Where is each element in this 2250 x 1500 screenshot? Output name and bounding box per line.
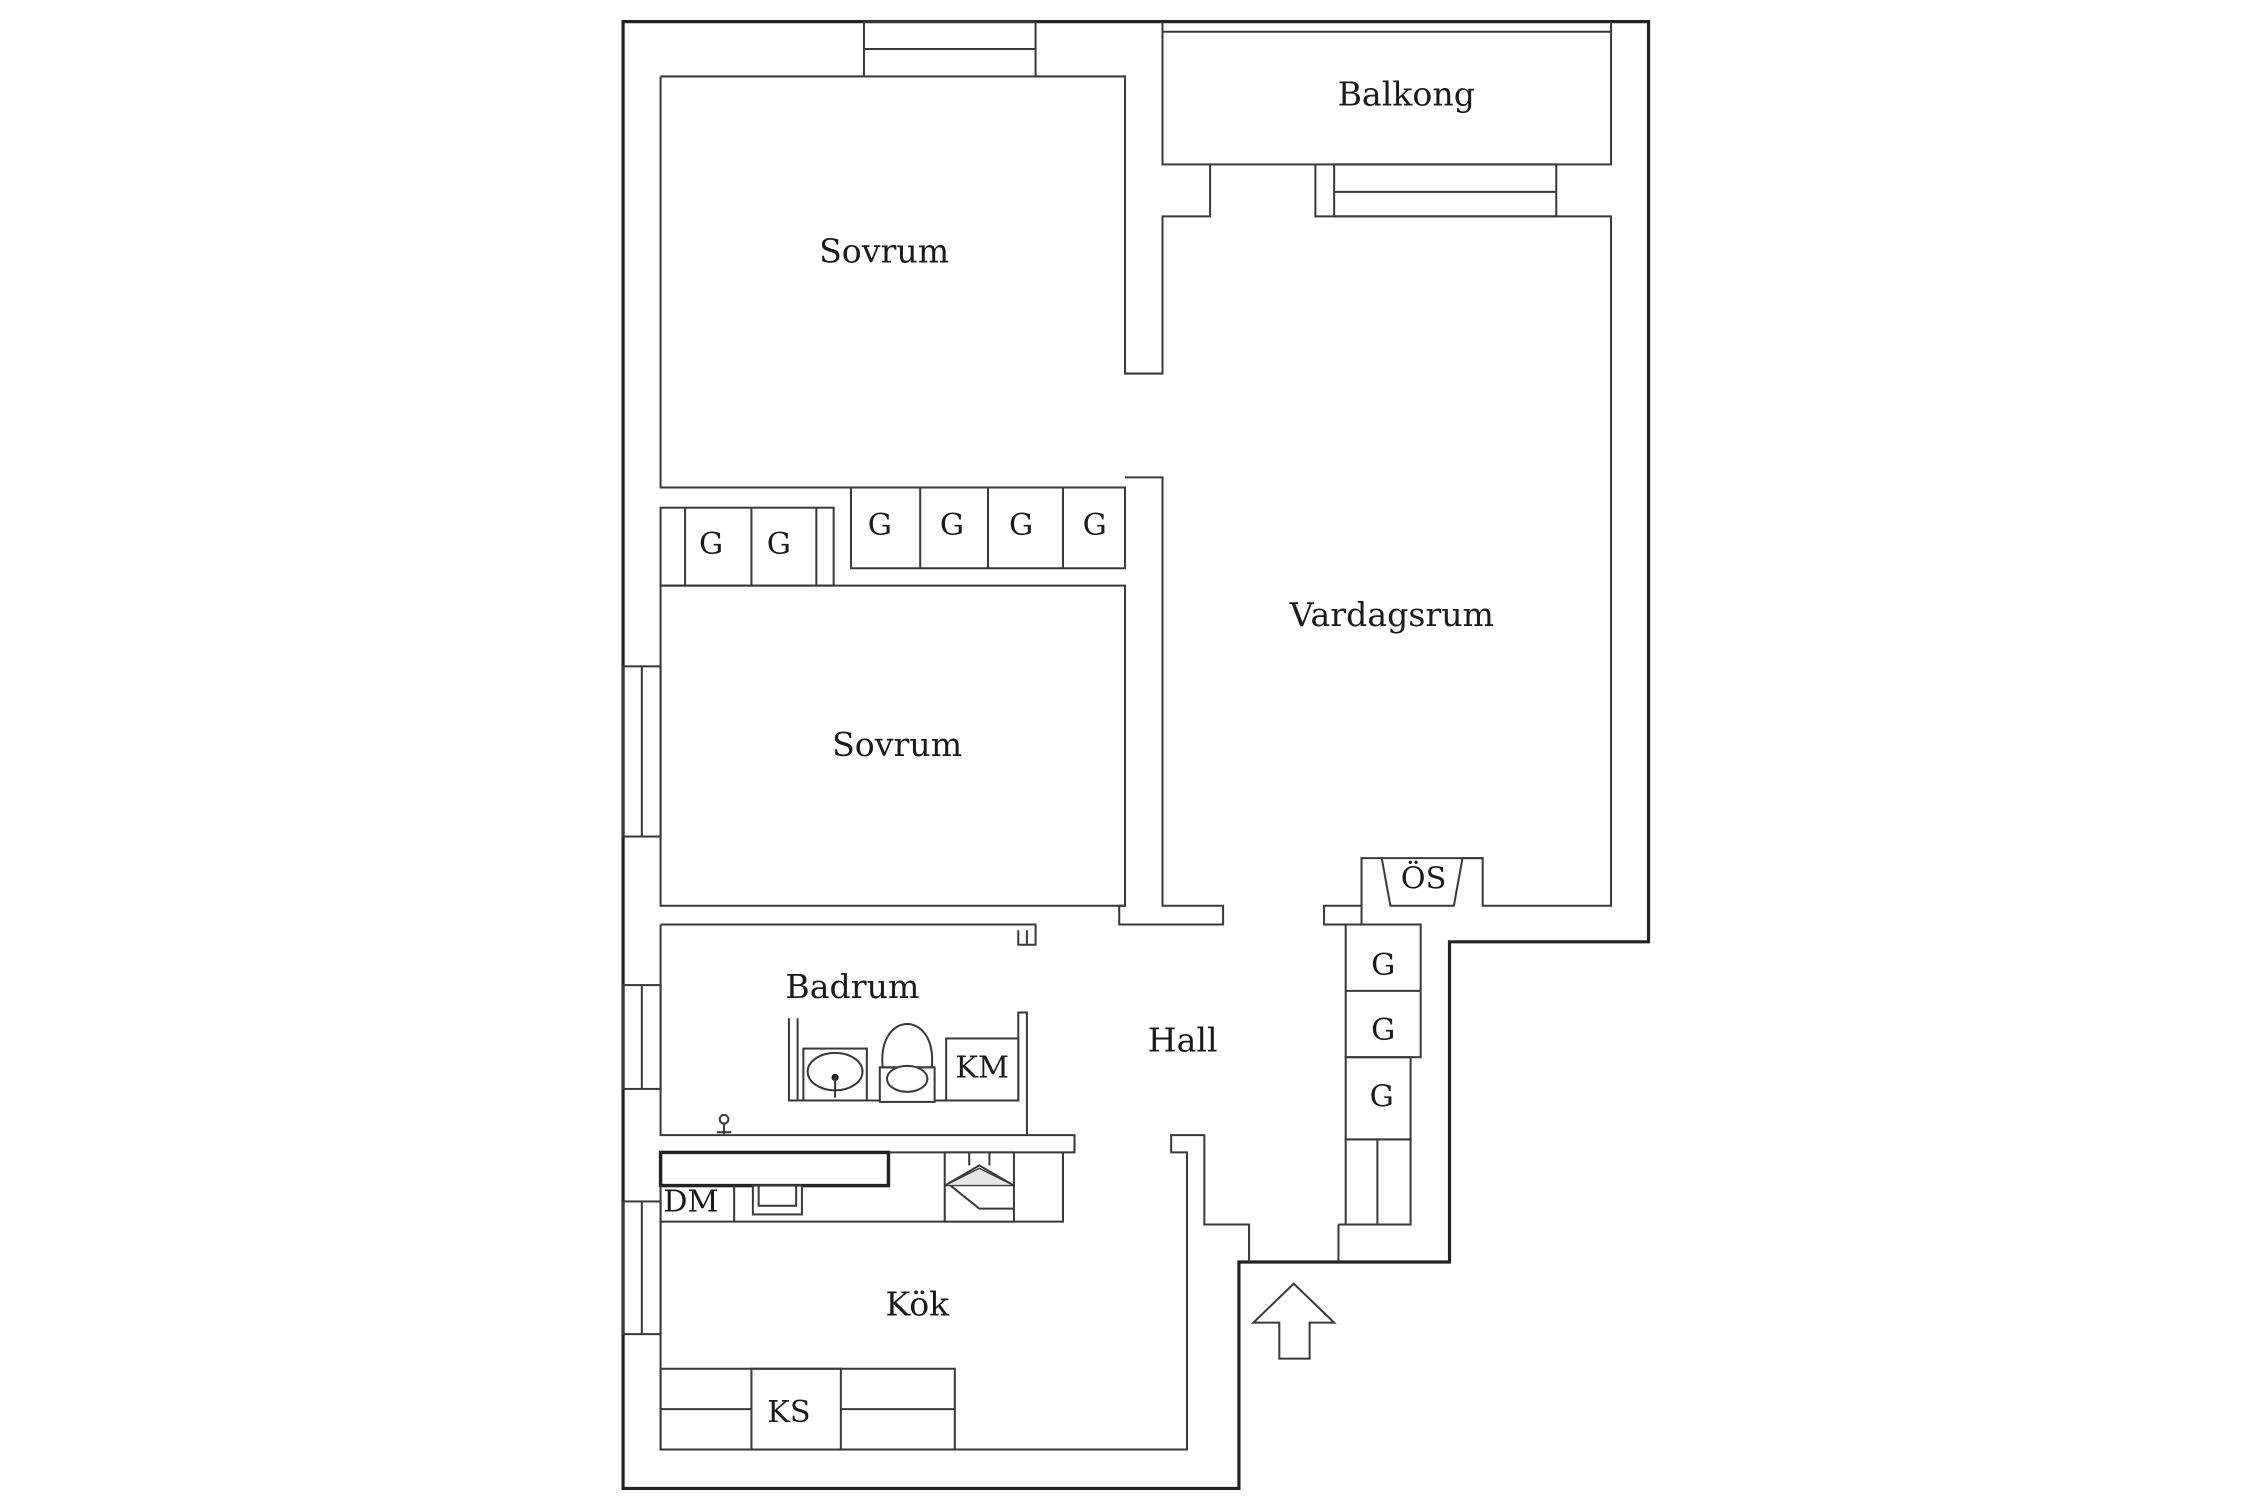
- fridge-label: KS: [767, 1395, 810, 1430]
- room-label-vardagsrum: Vardagsrum: [1289, 595, 1494, 634]
- closet-label: G: [1083, 508, 1107, 543]
- fridge: [750, 1367, 842, 1451]
- room-label-hall: Hall: [1148, 1020, 1218, 1059]
- closet-label: G: [1371, 1013, 1395, 1048]
- closet-label: G: [940, 508, 964, 543]
- room-label-sovrum-mid: Sovrum: [832, 725, 962, 764]
- closet-label: G: [699, 527, 723, 562]
- outer-wall: [621, 20, 1651, 1491]
- arrow-up-icon: [1250, 1282, 1337, 1360]
- closet-label: G: [1370, 1079, 1394, 1114]
- closet-label: G: [767, 527, 791, 562]
- closet-label: G: [1371, 948, 1395, 983]
- dishwasher-label: DM: [663, 1185, 718, 1220]
- washing-machine-label: KM: [955, 1050, 1009, 1085]
- fireplace-label: ÖS: [1401, 860, 1447, 896]
- stove: [943, 1151, 1015, 1223]
- floor-drain: [718, 1113, 730, 1125]
- kitchen-counter-top: [658, 1150, 891, 1188]
- bedroom-top-walls: [659, 75, 1212, 489]
- room-label-kok: Kök: [885, 1284, 950, 1323]
- room-label-badrum: Badrum: [785, 967, 919, 1006]
- closet-label: G: [1009, 508, 1033, 543]
- balcony-door: [1333, 163, 1558, 218]
- closet-block-left: [659, 506, 835, 587]
- closet-label: G: [868, 508, 892, 543]
- washing-machine: [945, 1037, 1020, 1102]
- room-label-balkong: Balkong: [1338, 74, 1475, 113]
- room-label-sovrum-top: Sovrum: [819, 232, 949, 271]
